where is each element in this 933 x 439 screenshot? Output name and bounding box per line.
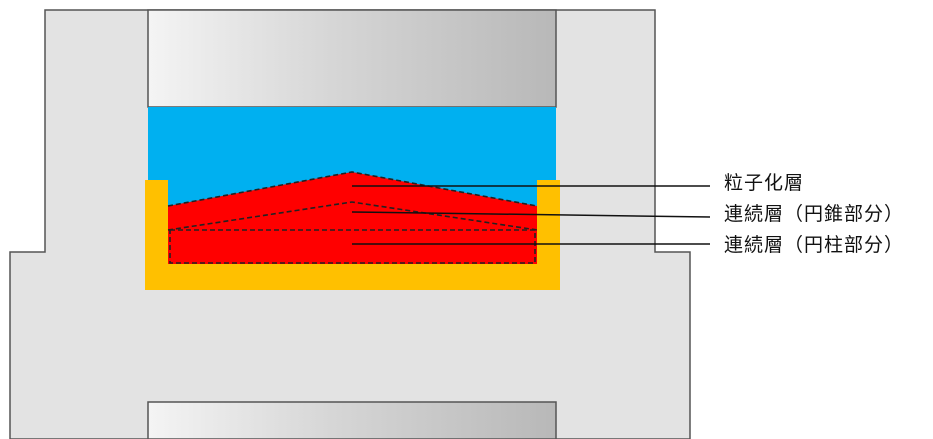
cylinder-boundary — [169, 229, 536, 264]
red-layer — [168, 172, 537, 264]
leader-line-cone — [351, 211, 711, 218]
lower-rod — [147, 401, 557, 439]
particle-layer-boundary — [167, 171, 538, 207]
label-particle-layer: 粒子化層 — [724, 172, 805, 194]
cone-boundary — [167, 201, 538, 231]
label-continuous-cone: 連続層（円錐部分） — [724, 203, 905, 225]
upper-rod — [147, 9, 557, 108]
orange-cup — [145, 180, 560, 290]
label-continuous-cylinder: 連続層（円柱部分） — [724, 234, 905, 256]
